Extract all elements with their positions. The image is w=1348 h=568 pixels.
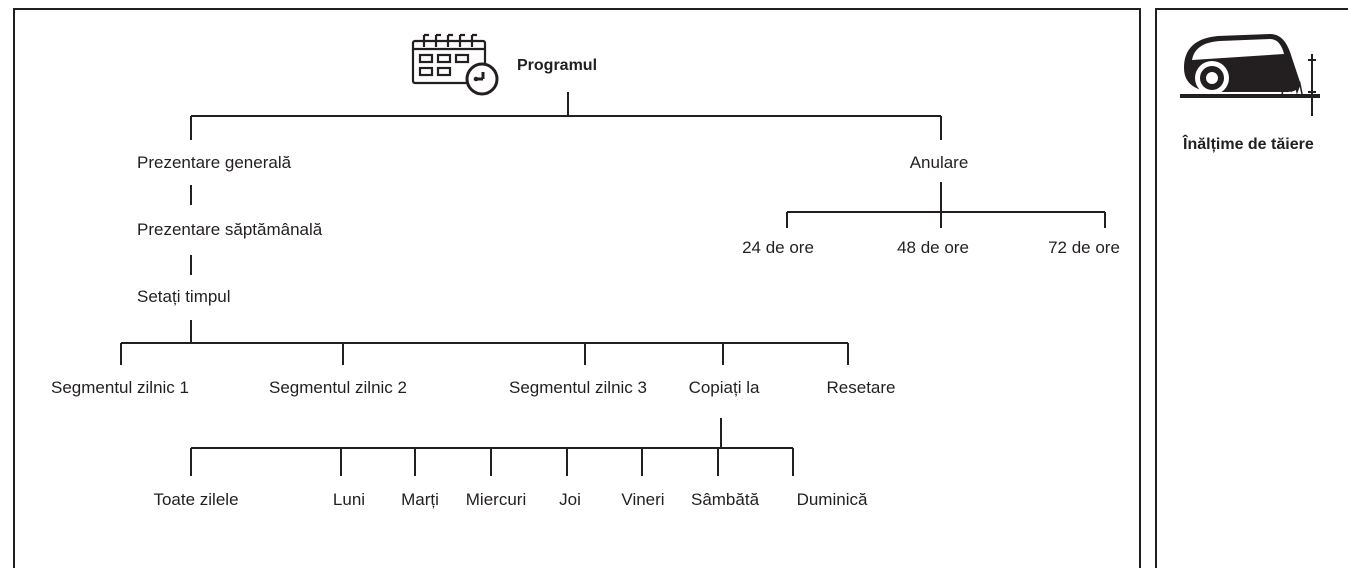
- day-item-friday[interactable]: Vineri: [621, 490, 665, 509]
- day-item-saturday[interactable]: Sâmbătă: [690, 490, 760, 509]
- menu-tree-panel: [13, 8, 1141, 568]
- tree-connector-lines: [120, 92, 1106, 476]
- cutting-height-label[interactable]: Înălțime de tăiere: [1183, 136, 1314, 153]
- cancel-option-72h[interactable]: 72 de ore: [1048, 238, 1120, 257]
- calendar-clock-icon: [411, 33, 499, 96]
- menu-item-copy-to[interactable]: Copiați la: [688, 378, 760, 397]
- day-item-monday[interactable]: Luni: [332, 490, 366, 509]
- menu-item-cancel[interactable]: Anulare: [909, 153, 969, 172]
- menu-item-set-time[interactable]: Setați timpul: [137, 287, 231, 306]
- menu-item-reset[interactable]: Resetare: [826, 378, 896, 397]
- cancel-option-48h[interactable]: 48 de ore: [897, 238, 969, 257]
- menu-item-overview[interactable]: Prezentare generală: [137, 153, 292, 172]
- menu-item-segment-3[interactable]: Segmentul zilnic 3: [509, 378, 647, 397]
- day-item-tuesday[interactable]: Marți: [401, 490, 439, 509]
- day-item-sunday[interactable]: Duminică: [796, 490, 868, 509]
- mower-cutting-height-icon: [1180, 34, 1320, 116]
- day-item-all[interactable]: Toate zilele: [153, 490, 239, 509]
- menu-root-programul[interactable]: Programul: [517, 57, 598, 74]
- menu-item-segment-2[interactable]: Segmentul zilnic 2: [269, 378, 407, 397]
- cancel-option-24h[interactable]: 24 de ore: [742, 238, 814, 257]
- menu-item-segment-1[interactable]: Segmentul zilnic 1: [51, 378, 189, 397]
- menu-item-weekly-overview[interactable]: Prezentare săptămânală: [137, 220, 323, 239]
- side-panel: [1155, 8, 1348, 568]
- day-item-thursday[interactable]: Joi: [559, 490, 581, 509]
- day-item-wednesday[interactable]: Miercuri: [465, 490, 527, 509]
